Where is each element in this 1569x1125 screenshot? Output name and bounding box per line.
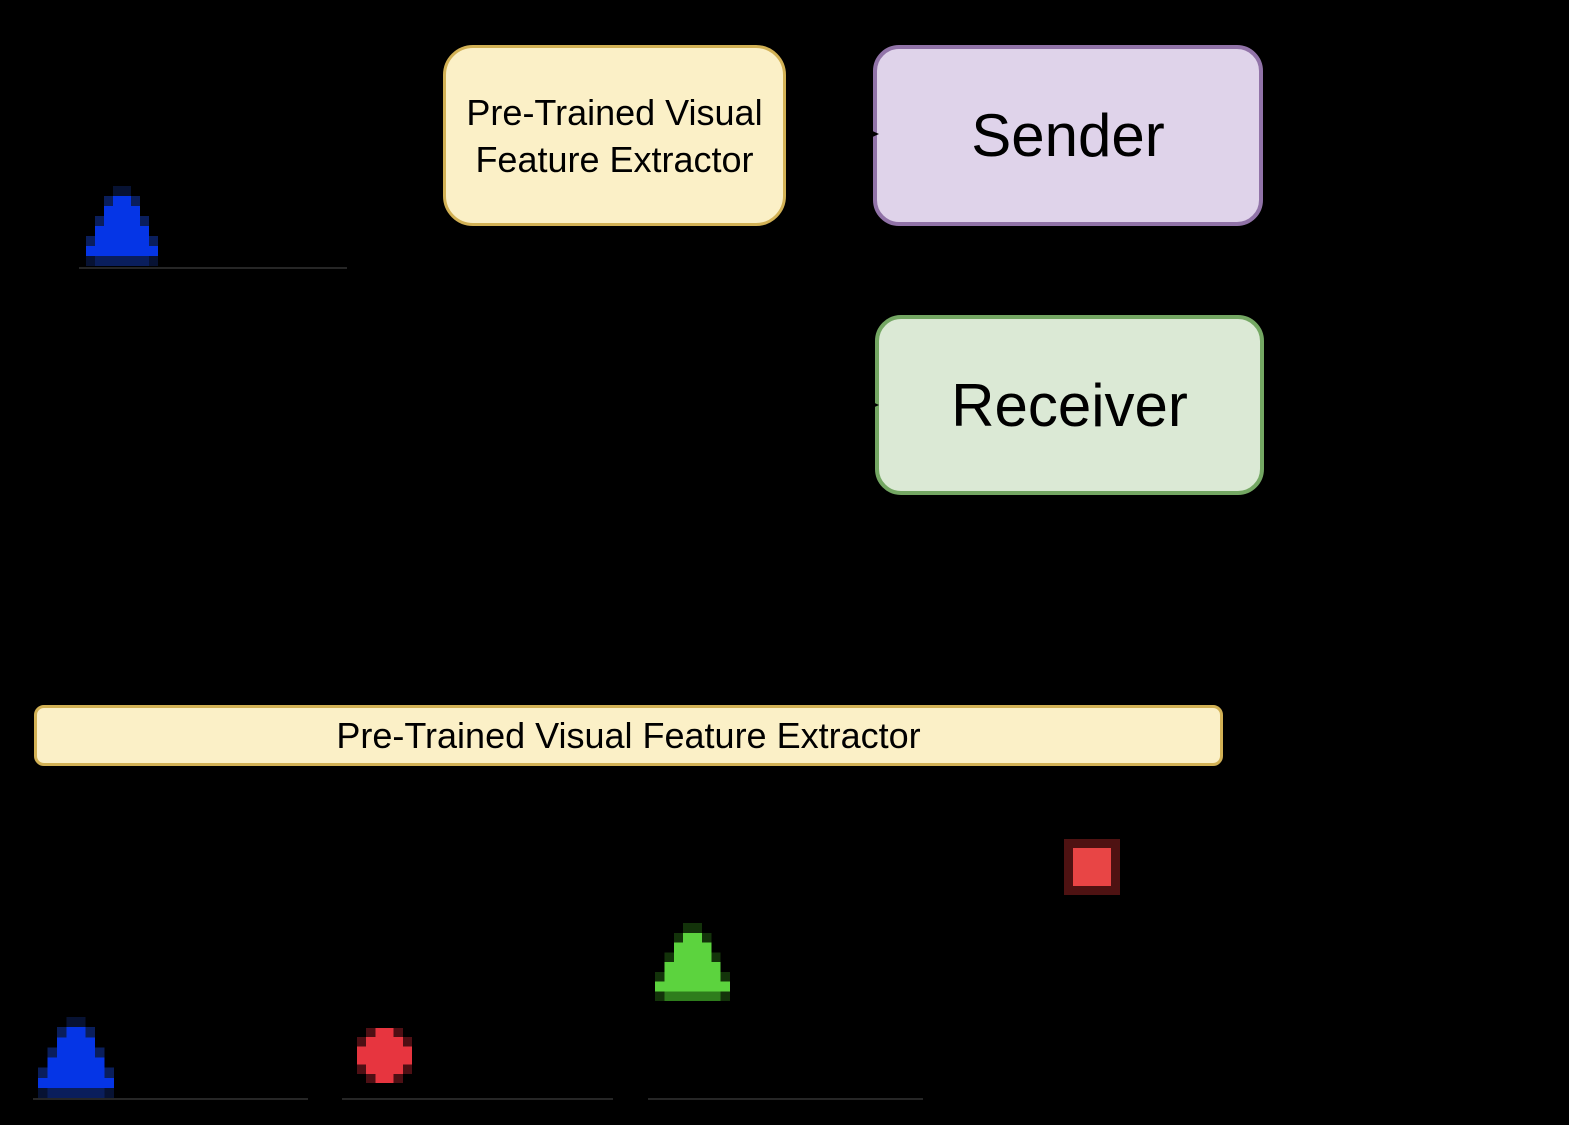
feature-extractor-bar-label: Pre-Trained Visual Feature Extractor [336, 714, 921, 756]
feature-extractor-label-line2: Feature Extractor [475, 138, 754, 180]
red-square-icon [1064, 839, 1120, 895]
candidate-baseline-3 [648, 1098, 923, 1100]
pretrained-feature-extractor-box: Pre-Trained Visual Feature Extractor [443, 45, 786, 226]
arrowhead-icon [857, 395, 879, 415]
sender-box: Sender [873, 45, 1263, 226]
receiver-box: Receiver [875, 315, 1264, 495]
target-image-baseline [79, 267, 347, 269]
sender-label: Sender [971, 102, 1165, 169]
green-triangle-icon [655, 923, 730, 1001]
candidate-baseline-2 [342, 1098, 613, 1100]
candidate-baseline-1 [33, 1098, 308, 1100]
blue-triangle-icon [86, 186, 158, 266]
receiver-label: Receiver [951, 371, 1188, 439]
arrowhead-icon [857, 124, 879, 144]
pretrained-feature-extractor-bar: Pre-Trained Visual Feature Extractor [34, 705, 1223, 766]
feature-extractor-label-line1: Pre-Trained Visual [466, 91, 763, 133]
blue-triangle-icon [38, 1017, 114, 1098]
red-circle-icon [357, 1028, 412, 1083]
